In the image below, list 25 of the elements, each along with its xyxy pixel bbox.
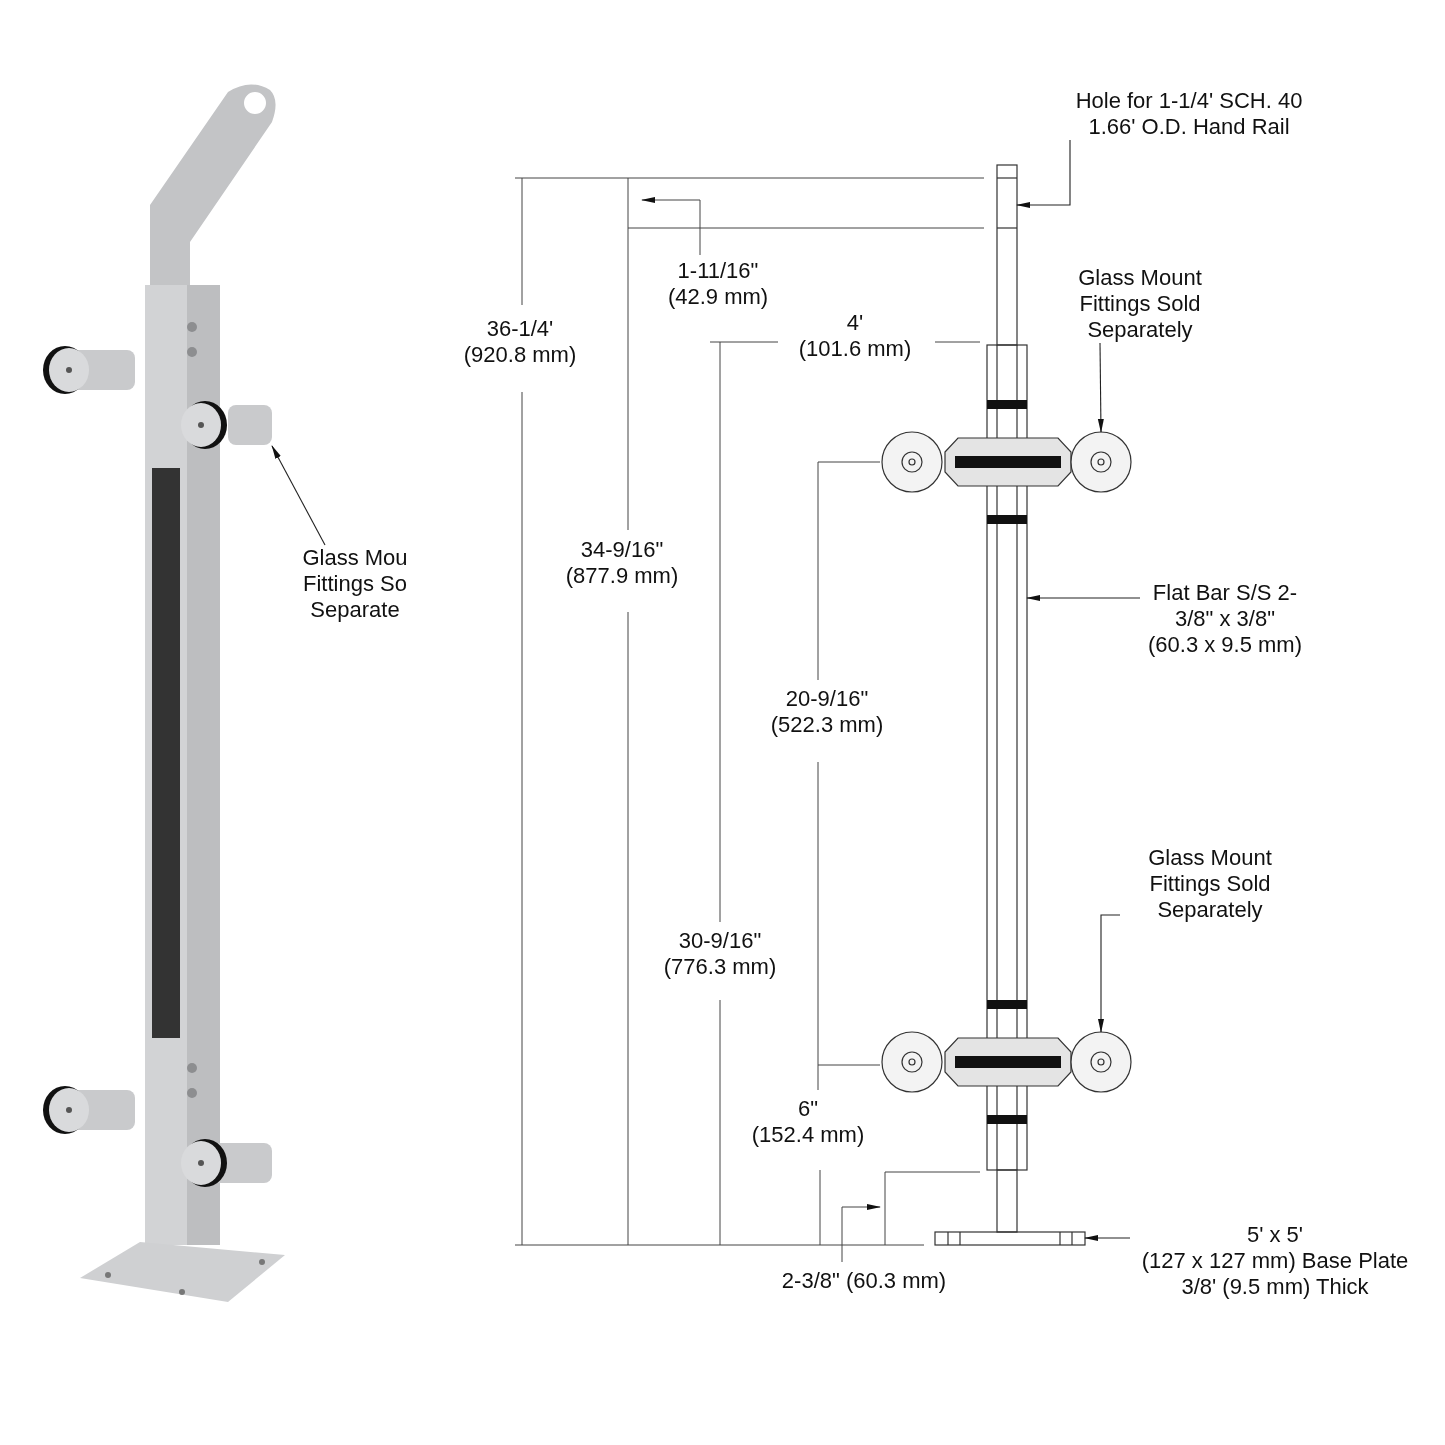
post-top [996,164,1018,346]
leader-line [1026,595,1141,601]
leader-line [1084,1235,1131,1241]
fitting-disc [1070,431,1132,493]
leader-line [271,445,326,546]
dimension-label: 4' (101.6 mm) [797,310,913,362]
callout-label: Hole for 1-1/4' SCH. 40 1.66' O.D. Hand Rail [1055,88,1323,140]
base-plate [934,1231,1086,1246]
leader-line [1098,914,1121,1033]
fitting-disc [1070,1031,1132,1093]
callout-label: Glass Mou Fittings So Separate [290,545,420,623]
dimension-label: 6" (152.4 mm) [750,1096,866,1148]
callout-label: Flat Bar S/S 2-3/8" x 3/8" (60.3 x 9.5 mm) [1140,580,1310,658]
leader-line [1016,139,1071,208]
glass-fitting [228,405,272,445]
callout-label: 5' x 5' (127 x 127 mm) Base Plate 3/8' (9.5 mm) Thick [1130,1222,1420,1300]
dimension-label: 34-9/16" (877.9 mm) [564,537,680,589]
callout-label: Glass Mount Fittings Sold Separately [1050,265,1230,343]
dimension-label: 2-3/8" (60.3 mm) [780,1268,948,1294]
leader-line [1097,342,1104,433]
dimension-label: 30-9/16" (776.3 mm) [662,928,778,980]
dimension-label: 36-1/4' (920.8 mm) [462,316,578,368]
callout-label: Glass Mount Fittings Sold Separately [1120,845,1300,923]
dimension-label: 1-11/16" (42.9 mm) [666,258,770,310]
dimension-label: 20-9/16" (522.3 mm) [769,686,885,738]
